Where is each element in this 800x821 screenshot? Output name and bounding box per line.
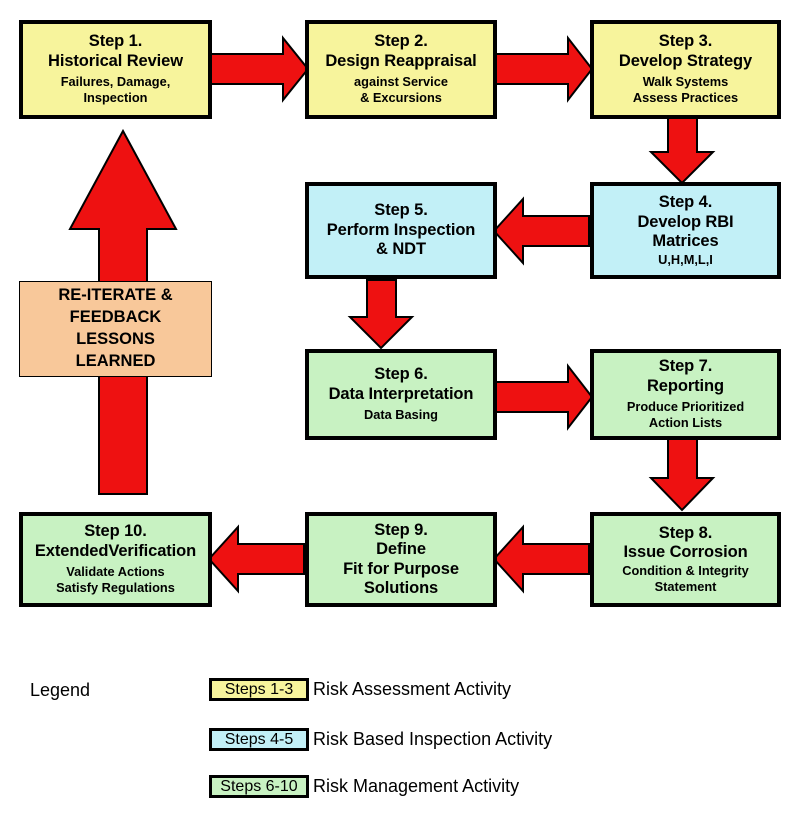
node-step4[interactable]: Step 4. Develop RBI Matrices U,H,M,L,I: [590, 182, 781, 279]
node-step8-subtitle: Issue Corrosion: [623, 543, 748, 562]
node-step3-detail-2: Assess Practices: [632, 90, 739, 106]
node-step9-subtitle3: Solutions: [363, 578, 439, 597]
node-step9-subtitle2: Fit for Purpose: [343, 559, 459, 578]
arrow-step7-to-step8: [648, 438, 716, 512]
node-step1-detail-1: Failures, Damage,: [60, 74, 171, 90]
legend-swatch-steps-4-5: Steps 4-5: [209, 728, 309, 751]
node-step9[interactable]: Step 9. Define Fit for Purpose Solutions: [305, 512, 497, 607]
node-step10-title: Step 10.: [84, 522, 147, 541]
node-step7-subtitle: Reporting: [646, 376, 724, 395]
legend-title: Legend: [30, 680, 91, 700]
node-step6-subtitle: Data Interpretation: [328, 384, 474, 403]
node-step8[interactable]: Step 8. Issue Corrosion Condition & Inte…: [590, 512, 781, 607]
legend: Legend Steps 1-3 Risk Assessment Activit…: [0, 655, 800, 821]
legend-swatch-steps-1-3: Steps 1-3: [209, 678, 309, 701]
feedback-box[interactable]: RE-ITERATE & FEEDBACK LESSONS LEARNED: [19, 281, 212, 377]
node-step7-title: Step 7.: [658, 357, 713, 376]
node-step3-detail-1: Walk Systems: [642, 74, 729, 90]
arrow-step8-to-step9: [492, 524, 590, 594]
node-step4-subtitle2: Matrices: [652, 232, 719, 251]
node-step4-detail-1: U,H,M,L,I: [658, 251, 713, 267]
node-step7-detail-2: Action Lists: [648, 415, 723, 431]
node-step2-subtitle: Design Reappraisal: [325, 51, 477, 70]
legend-text-risk-assessment: Risk Assessment Activity: [313, 679, 512, 699]
node-step10-subtitle: ExtendedVerification: [34, 541, 197, 560]
node-step10[interactable]: Step 10. ExtendedVerification Validate A…: [19, 512, 212, 607]
node-step8-title: Step 8.: [658, 523, 713, 542]
feedback-line-3: LESSONS: [76, 330, 155, 348]
legend-swatch-steps-6-10: Steps 6-10: [209, 775, 309, 798]
node-step6-detail-1: Data Basing: [364, 407, 438, 423]
arrow-step5-to-step6: [347, 279, 415, 350]
legend-text-risk-based-inspection: Risk Based Inspection Activity: [313, 729, 553, 749]
node-step1[interactable]: Step 1. Historical Review Failures, Dama…: [19, 20, 212, 119]
node-step1-title: Step 1.: [88, 32, 143, 51]
node-step1-subtitle: Historical Review: [48, 51, 183, 70]
node-step6[interactable]: Step 6. Data Interpretation Data Basing: [305, 349, 497, 440]
node-step2-detail-2: & Excursions: [360, 90, 442, 106]
feedback-line-1: RE-ITERATE &: [58, 286, 173, 305]
node-step4-title: Step 4.: [658, 193, 713, 212]
node-step1-detail-2: Inspection: [83, 90, 148, 106]
node-step7-detail-1: Produce Prioritized: [626, 399, 745, 415]
feedback-line-2: FEEDBACK: [69, 308, 162, 327]
legend-text-risk-management: Risk Management Activity: [313, 776, 520, 796]
node-step2-detail-1: against Service: [354, 74, 448, 90]
arrow-step4-to-step5: [492, 196, 590, 266]
node-step3[interactable]: Step 3. Develop Strategy Walk Systems As…: [590, 20, 781, 119]
node-step2-title: Step 2.: [374, 32, 428, 51]
node-step7[interactable]: Step 7. Reporting Produce Prioritized Ac…: [590, 349, 781, 440]
node-step4-subtitle: Develop RBI: [637, 212, 734, 231]
node-step3-title: Step 3.: [658, 32, 713, 51]
node-step10-detail-1: Validate Actions: [66, 564, 165, 580]
node-step5-subtitle2: & NDT: [376, 240, 426, 259]
arrow-step2-to-step3: [494, 35, 594, 103]
node-step5[interactable]: Step 5. Perform Inspection & NDT: [305, 182, 497, 279]
node-step8-detail-1: Condition & Integrity: [622, 562, 749, 578]
node-step8-detail-2: Statement: [654, 578, 717, 594]
node-step6-title: Step 6.: [374, 365, 428, 384]
arrow-step9-to-step10: [207, 524, 305, 594]
node-step10-detail-2: Satisfy Regulations: [56, 580, 175, 596]
arrow-step6-to-step7: [494, 363, 594, 431]
node-step2[interactable]: Step 2. Design Reappraisal against Servi…: [305, 20, 497, 119]
node-step9-title: Step 9.: [374, 520, 428, 539]
node-step3-subtitle: Develop Strategy: [618, 51, 753, 70]
node-step9-subtitle: Define: [376, 540, 426, 559]
arrow-step3-to-step4: [648, 116, 716, 185]
arrow-step1-to-step2: [209, 35, 310, 103]
node-step5-subtitle: Perform Inspection: [326, 220, 476, 239]
feedback-line-4: LEARNED: [75, 351, 156, 370]
node-step5-title: Step 5.: [374, 201, 428, 220]
